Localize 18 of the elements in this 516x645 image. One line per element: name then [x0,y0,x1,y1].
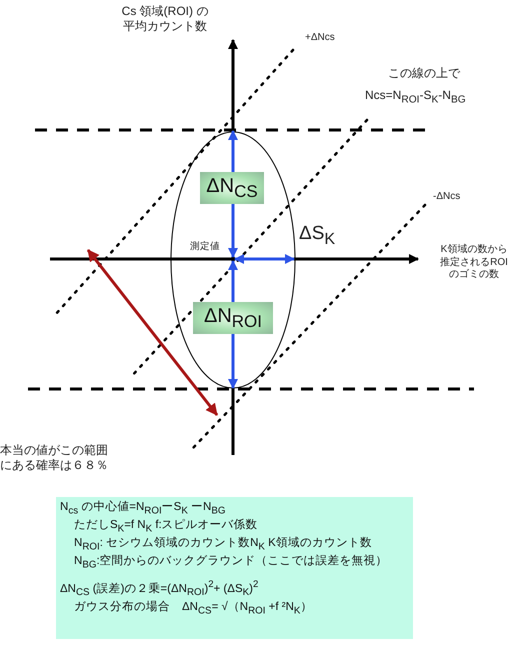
formula-text: N$_{BG}$:空間からのバックグラウンド（ここでは誤差を無視） [73,555,389,572]
value-box: ΔN$_{CS}$ [200,172,264,204]
formula-panel [56,497,413,639]
value-box: ΔN$_{ROI}$ [193,302,273,334]
formula-text: N$_{cs}$ の中心値=N$_{ROI}$ーS$_{K}$ ーN$_{BG}$ [60,501,226,518]
formula-text: N$_{ROI}$: セシウム領域のカウント数N$_{K}$ K領域のカウント数 [73,537,373,554]
formula-text: Ncs=N$_{ROI}$-S$_{K}$-N$_{BG}$ [365,88,467,108]
line-label: +ΔNcs [305,32,336,44]
note-text: 本当の値がこの範囲にある確率は６８％ [0,443,109,473]
note-text: この線の上で [388,66,462,81]
formula-text: ただしS$_{K}$=f N$_{K}$ f:スピルオーバ係数 [73,519,259,536]
axis-title: Cs 領域(ROI) の平均カウント数 [120,4,210,34]
point-label: 測定値 [190,241,221,253]
formula-text: ΔN$_{CS}$ (誤差)の２乗=(ΔN$_{ROI}$)$^{2}$+ (ΔS$_{K}$)$^{2}$ [60,579,260,599]
line-label: -ΔNcs [433,191,462,204]
axis-title: K領域の数から推定されるROI のゴミの数 [439,244,509,282]
formula-text: ガウス分布の場合 ΔN$_{CS}$= √（N$_{ROI}$ +f ²N$_{K}$） [73,600,314,618]
dimension-label: ΔS$_{K}$ [299,222,336,249]
